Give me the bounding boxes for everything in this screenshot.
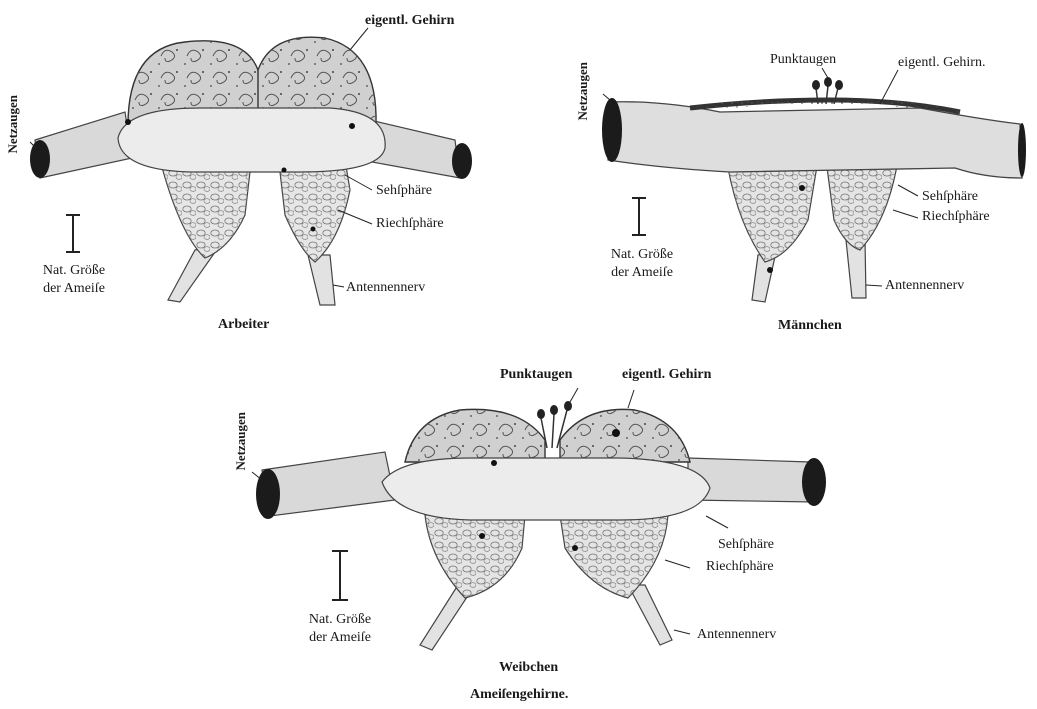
- maennchen-scale-line2: der Ameiſe: [596, 264, 688, 282]
- leader-line: [898, 185, 918, 196]
- arbeiter-riechsphaere-label: Riechſphäre: [376, 217, 444, 231]
- weibchen-scale-bar: [332, 551, 348, 600]
- weibchen-scale-text: Nat. Größe der Ameiſe: [290, 611, 390, 646]
- maennchen-antennennerv-label: Antennennerv: [885, 279, 964, 293]
- arbeiter-caption: Arbeiter: [218, 318, 269, 332]
- arbeiter-scale-bar: [66, 215, 80, 252]
- leader-line: [866, 285, 882, 286]
- weibchen-antennennerv-label: Antennennerv: [697, 628, 776, 642]
- arbeiter-dot: [125, 119, 131, 125]
- weibchen-left-optic-stalk: [262, 452, 395, 516]
- arbeiter-sehsphaere-label: Sehſphäre: [376, 184, 432, 198]
- weibchen-sehsphaere-label: Sehſphäre: [718, 538, 774, 552]
- maennchen-ocellus: [812, 80, 820, 90]
- weibchen-left-olfactory-cells: [425, 515, 525, 598]
- arbeiter-scale-line1: Nat. Größe: [28, 262, 120, 280]
- leader-line: [880, 70, 898, 104]
- maennchen-scale-bar: [632, 198, 646, 235]
- weibchen-scale-line1: Nat. Größe: [290, 611, 390, 629]
- arbeiter-scale-text: Nat. Größe der Ameiſe: [28, 262, 120, 297]
- weibchen-ocellus: [550, 405, 558, 415]
- figure-caption: Ameiſengehirne.: [470, 688, 568, 702]
- weibchen-ocellus: [564, 401, 572, 411]
- weibchen-gehirn-label: eigentl. Gehirn: [622, 368, 711, 382]
- arbeiter-left-optic-stalk: [35, 112, 132, 178]
- leader-line: [822, 68, 828, 78]
- maennchen-right-olfactory-cells: [826, 160, 898, 250]
- weibchen-ocellus: [537, 409, 545, 419]
- arbeiter-left-olfactory-cells: [160, 160, 250, 258]
- leader-line: [893, 210, 918, 218]
- maennchen-netzaugen-label: Netzaugen: [576, 62, 589, 121]
- maennchen-sehsphaere-label: Sehſphäre: [922, 190, 978, 204]
- maennchen-ocellus: [835, 80, 843, 90]
- weibchen-scale-line2: der Ameiſe: [290, 629, 390, 647]
- weibchen-netzaugen-label: Netzaugen: [234, 412, 247, 471]
- weibchen-right-compound-eye: [802, 458, 826, 506]
- maennchen-riechsphaere-label: Riechſphäre: [922, 210, 990, 224]
- leader-line: [350, 28, 368, 50]
- weibchen-riechsphaere-label: Riechſphäre: [706, 560, 774, 574]
- weibchen-ocellus-stalk: [552, 414, 554, 448]
- leader-line: [333, 285, 344, 287]
- maennchen-dot: [799, 185, 805, 191]
- leader-line: [603, 94, 610, 100]
- arbeiter-dot: [282, 168, 287, 173]
- weibchen-right-antennal-nerve: [628, 585, 672, 645]
- weibchen-punktaugen-label: Punktaugen: [500, 368, 572, 382]
- maennchen-dot: [767, 267, 773, 273]
- maennchen-gehirn-label: eigentl. Gehirn.: [898, 56, 985, 70]
- maennchen-caption: Männchen: [778, 319, 842, 333]
- arbeiter-dot: [349, 123, 355, 129]
- weibchen-left-brain-convolutions: [405, 409, 545, 462]
- maennchen-left-compound-eye: [602, 98, 622, 162]
- maennchen-right-compound-eye: [1018, 123, 1026, 177]
- arbeiter-gehirn-label: eigentl. Gehirn: [365, 14, 454, 28]
- weibchen-dot: [479, 533, 485, 539]
- arbeiter-central-body: [118, 108, 385, 172]
- maennchen-punktaugen-label: Punktaugen: [770, 53, 836, 67]
- arbeiter-right-compound-eye: [452, 143, 472, 179]
- maennchen-scale-line1: Nat. Größe: [596, 246, 688, 264]
- weibchen-dot: [491, 460, 497, 466]
- arbeiter-right-antennal-nerve: [308, 255, 335, 305]
- leader-line: [674, 630, 690, 634]
- maennchen-scale-text: Nat. Größe der Ameiſe: [596, 246, 688, 281]
- maennchen-ocellus: [824, 77, 832, 87]
- weibchen-left-compound-eye: [256, 469, 280, 519]
- weibchen-central-body: [382, 458, 710, 520]
- weibchen-caption: Weibchen: [499, 661, 558, 675]
- weibchen-right-brain-convolutions: [560, 409, 690, 462]
- weibchen-dot: [572, 545, 578, 551]
- leader-line: [665, 560, 690, 568]
- arbeiter-dot: [311, 227, 316, 232]
- leader-line: [628, 390, 634, 408]
- weibchen-dot: [612, 429, 620, 437]
- arbeiter-scale-line2: der Ameiſe: [28, 280, 120, 298]
- arbeiter-netzaugen-label: Netzaugen: [6, 95, 19, 154]
- leader-line: [570, 388, 578, 402]
- arbeiter-antennennerv-label: Antennennerv: [346, 281, 425, 295]
- weibchen-right-olfactory-cells: [560, 515, 668, 598]
- leader-line: [706, 516, 728, 528]
